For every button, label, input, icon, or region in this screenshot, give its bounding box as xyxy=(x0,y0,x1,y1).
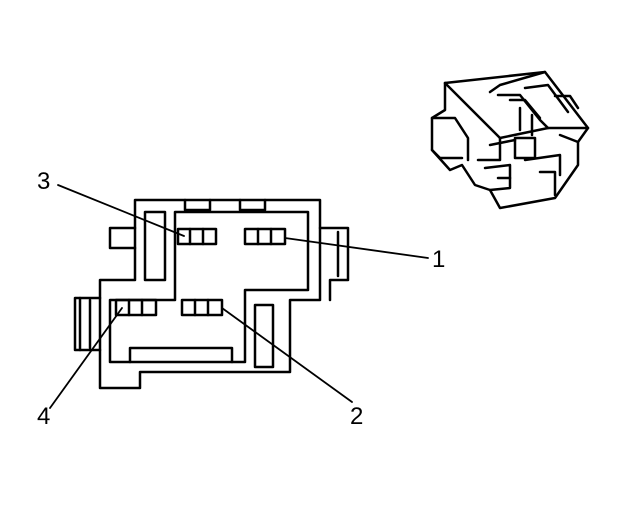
bottom-ridge xyxy=(130,348,232,362)
connector-isometric-view xyxy=(432,72,588,208)
leader-line-1 xyxy=(285,238,428,258)
leader-line-2 xyxy=(222,308,352,402)
left-latch-lower xyxy=(75,298,100,350)
inner-recess xyxy=(110,212,308,362)
leader-line-3 xyxy=(58,185,184,236)
callout-label-2: 2 xyxy=(350,403,364,430)
left-latch-upper xyxy=(110,228,135,248)
terminal-cavity-2 xyxy=(182,300,222,315)
housing-outline xyxy=(100,200,320,388)
terminal-cavity-3 xyxy=(178,229,216,244)
leader-lines xyxy=(50,185,428,408)
leader-line-4 xyxy=(50,308,122,408)
callout-label-3: 3 xyxy=(37,168,51,195)
callout-label-4: 4 xyxy=(37,403,51,430)
top-tab-right xyxy=(240,200,265,210)
callout-label-1: 1 xyxy=(432,246,446,273)
connector-face-view xyxy=(75,200,348,388)
top-tab-left xyxy=(185,200,210,210)
left-latch-detail xyxy=(80,298,90,350)
terminal-cavity-4 xyxy=(116,300,156,315)
terminal-cavity-1 xyxy=(245,229,285,244)
right-key-slot xyxy=(255,305,273,367)
right-latch xyxy=(320,228,348,300)
left-key-slot xyxy=(145,212,165,280)
